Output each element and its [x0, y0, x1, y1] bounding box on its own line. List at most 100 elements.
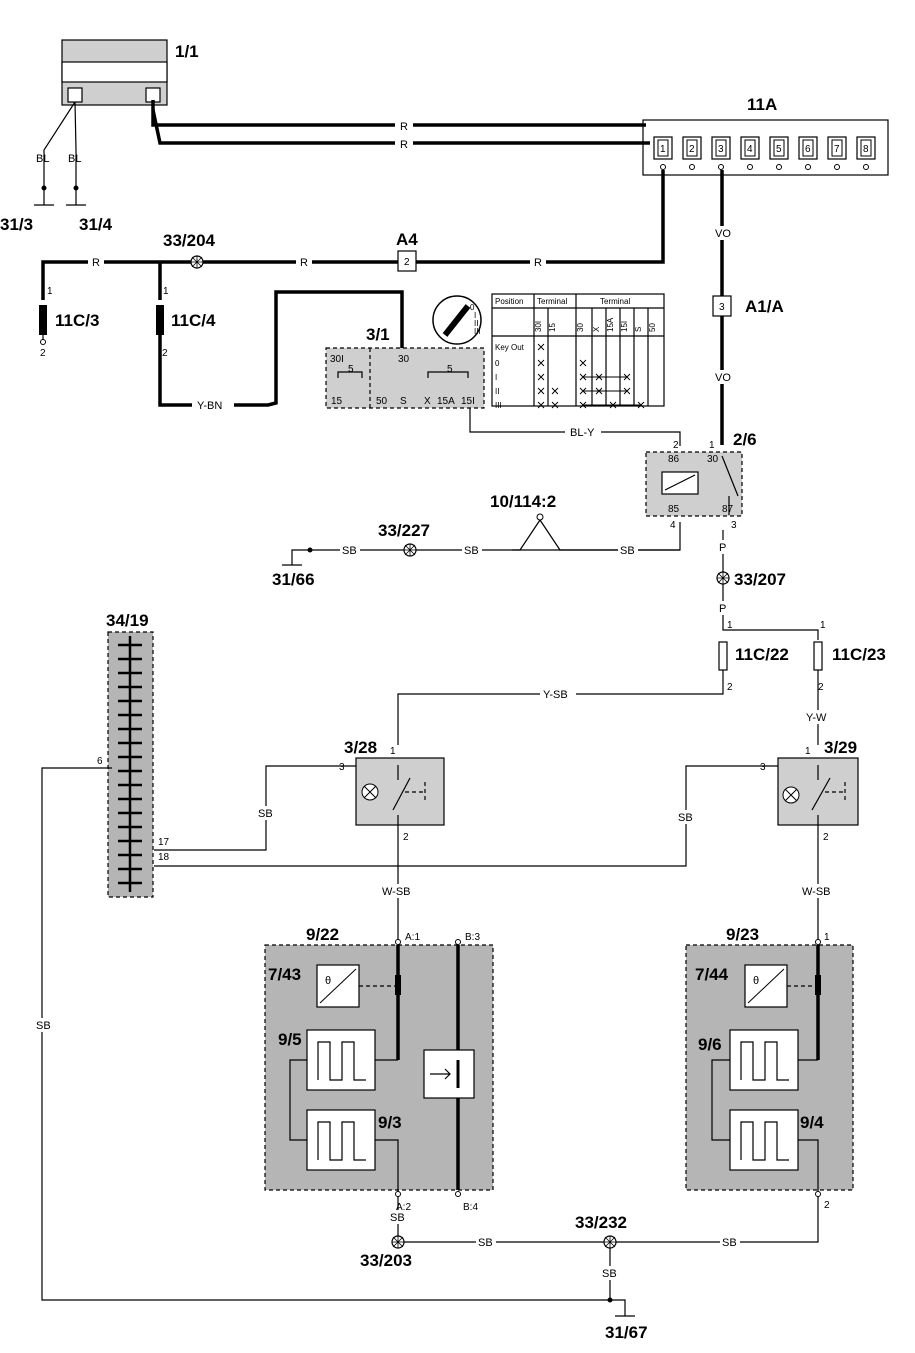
wire-label-p-1: P: [719, 542, 726, 554]
ground-path-31-66: 10/114:2 SB SB SB 33/227 31/66: [272, 492, 680, 589]
label-33-207: 33/207: [734, 570, 786, 589]
label-33-232: 33/232: [575, 1213, 627, 1232]
seat-heater-9-22: 9/22 A:1 B:3 7/43 θ 9/5 9/3 A:2 B:4 SB: [264, 925, 494, 1242]
svg-text:2: 2: [403, 832, 409, 843]
svg-text:85: 85: [668, 504, 680, 515]
svg-text:2: 2: [673, 440, 679, 451]
svg-text:1: 1: [824, 932, 830, 943]
label-1-1: 1/1: [175, 42, 199, 61]
wire-label-y-w: Y-W: [806, 712, 827, 724]
table-row-label: 0: [495, 359, 500, 368]
ignition-pin-label: 50: [376, 396, 388, 407]
svg-text:θ: θ: [325, 975, 331, 987]
label-9-4: 9/4: [800, 1113, 824, 1132]
label-3-29: 3/29: [824, 738, 857, 757]
svg-text:30I: 30I: [330, 354, 344, 365]
wire-label-r-3: R: [92, 257, 100, 269]
svg-text:θ: θ: [753, 975, 759, 987]
relay-2-6: 2/6 2 1 86 30 85 87 4 3: [512, 430, 757, 551]
svg-text:A:1: A:1: [405, 932, 420, 943]
label-11C-22: 11C/22: [735, 645, 789, 664]
fuse-slot-label: 4: [747, 144, 753, 155]
wire-label-sb-1: SB: [620, 545, 635, 557]
svg-text:6: 6: [97, 756, 103, 767]
label-7-43: 7/43: [268, 965, 301, 984]
battery-to-fusebox-wires: R R: [151, 100, 650, 151]
fuse-11C-22: 1 11C/22 2 Y-SB: [397, 620, 789, 745]
wire-label-w-sb-2: W-SB: [802, 886, 831, 898]
label-9-5: 9/5: [278, 1030, 302, 1049]
table-col-label: S: [634, 327, 643, 332]
svg-text:1: 1: [805, 746, 811, 757]
wire-label-bl-y: BL-Y: [570, 427, 595, 439]
svg-text:1: 1: [163, 286, 169, 297]
label-31-4: 31/4: [79, 215, 113, 234]
label-31-3: 31/3: [0, 215, 33, 234]
svg-text:3: 3: [339, 762, 345, 773]
table-mark: [537, 387, 545, 395]
label-11C-4: 11C/4: [171, 311, 216, 330]
svg-text:0: 0: [470, 303, 475, 312]
ignition-dial-icon: 0 I II III: [432, 295, 482, 345]
ignition-pin-label: 15I: [461, 396, 475, 407]
svg-text:2: 2: [823, 832, 829, 843]
label-31-66: 31/66: [272, 570, 315, 589]
table-col-label: 15A: [606, 317, 615, 332]
fuse-slot-label: 1: [660, 144, 666, 155]
svg-text:3: 3: [719, 302, 725, 313]
wire-label-r-4: R: [300, 257, 308, 269]
wire-label-sb-9: SB: [478, 1237, 493, 1249]
svg-text:18: 18: [158, 852, 170, 863]
label-9-3: 9/3: [378, 1113, 402, 1132]
terminal-table-marks: [537, 343, 645, 409]
svg-text:1: 1: [47, 286, 53, 297]
wire-label-sb-7: SB: [390, 1212, 405, 1224]
svg-text:2: 2: [818, 682, 824, 693]
wire-label-sb-6: SB: [678, 812, 693, 824]
table-mark: [537, 343, 545, 351]
svg-text:4: 4: [670, 520, 676, 531]
table-mark: [537, 373, 545, 381]
table-col-label: 50: [648, 323, 657, 332]
svg-text:87: 87: [722, 504, 734, 515]
wire-label-y-bn: Y-BN: [197, 400, 222, 412]
table-col-label: 15: [548, 323, 557, 332]
wire-label-r-2: R: [400, 139, 408, 151]
svg-text:3: 3: [760, 762, 766, 773]
terminal-table: Position Terminal Terminal Key Out0IIIII…: [491, 293, 665, 410]
seat-heater-9-23: 9/23 1 7/44 θ 9/6 9/4 2 SB: [610, 925, 854, 1249]
svg-text:Position: Position: [495, 297, 523, 306]
wire-label-sb-10: SB: [602, 1268, 617, 1280]
table-row-label: II: [495, 387, 499, 396]
fuse-slot-label: 7: [834, 144, 840, 155]
vo-wire: VO VO 3 A1/A: [712, 170, 784, 445]
fuse-box-11A: 11A: [642, 95, 889, 176]
svg-text:1: 1: [727, 620, 733, 631]
label-A4: A4: [396, 230, 418, 249]
connector-34-19: 34/19 6 17 18: [97, 611, 170, 898]
fuse-slot-label: 3: [718, 144, 724, 155]
svg-text:III: III: [474, 327, 481, 336]
svg-text:1: 1: [820, 620, 826, 631]
label-33-203: 33/203: [360, 1251, 412, 1270]
table-row-label: Key Out: [495, 343, 525, 352]
ignition-pin-label: 15: [331, 396, 343, 407]
sb-return-wire: SB: [34, 767, 610, 1301]
wire-label-r-1: R: [400, 121, 408, 133]
wire-label-sb-3: SB: [342, 545, 357, 557]
connector-ticks: [118, 643, 142, 885]
label-9-23: 9/23: [726, 925, 759, 944]
svg-text:2: 2: [727, 682, 733, 693]
wire-label-y-sb: Y-SB: [543, 689, 568, 701]
table-col-label: X: [592, 326, 601, 332]
table-mark: [551, 387, 559, 395]
svg-text:1: 1: [709, 440, 715, 451]
table-mark: [537, 359, 545, 367]
fuse-11C-23: 1 11C/23 2 Y-W: [804, 620, 886, 745]
label-11A: 11A: [747, 95, 777, 114]
wire-label-bl-2: BL: [68, 153, 81, 165]
svg-text:B:4: B:4: [463, 1202, 478, 1213]
